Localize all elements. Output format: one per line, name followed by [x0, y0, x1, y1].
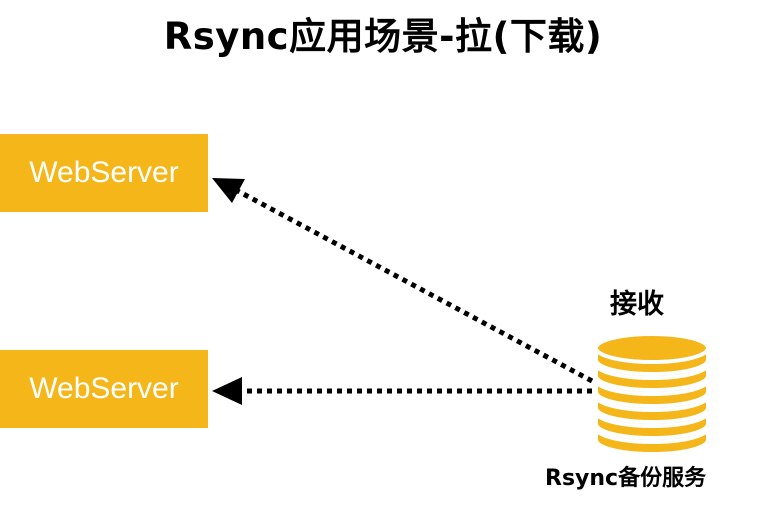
webserver-label-2: WebServer: [29, 372, 179, 405]
webserver-box-2: WebServer: [0, 350, 208, 428]
dotted-arrow-top: [212, 178, 594, 384]
diagram-title: Rsync应用场景-拉(下载): [163, 15, 603, 58]
dotted-arrow-bottom: [212, 377, 592, 405]
database-icon: [594, 332, 710, 456]
rsync-backup-service-label: Rsync备份服务: [545, 466, 707, 491]
webserver-label-1: WebServer: [29, 156, 179, 189]
webserver-box-1: WebServer: [0, 134, 208, 212]
receive-label: 接收: [610, 289, 664, 320]
